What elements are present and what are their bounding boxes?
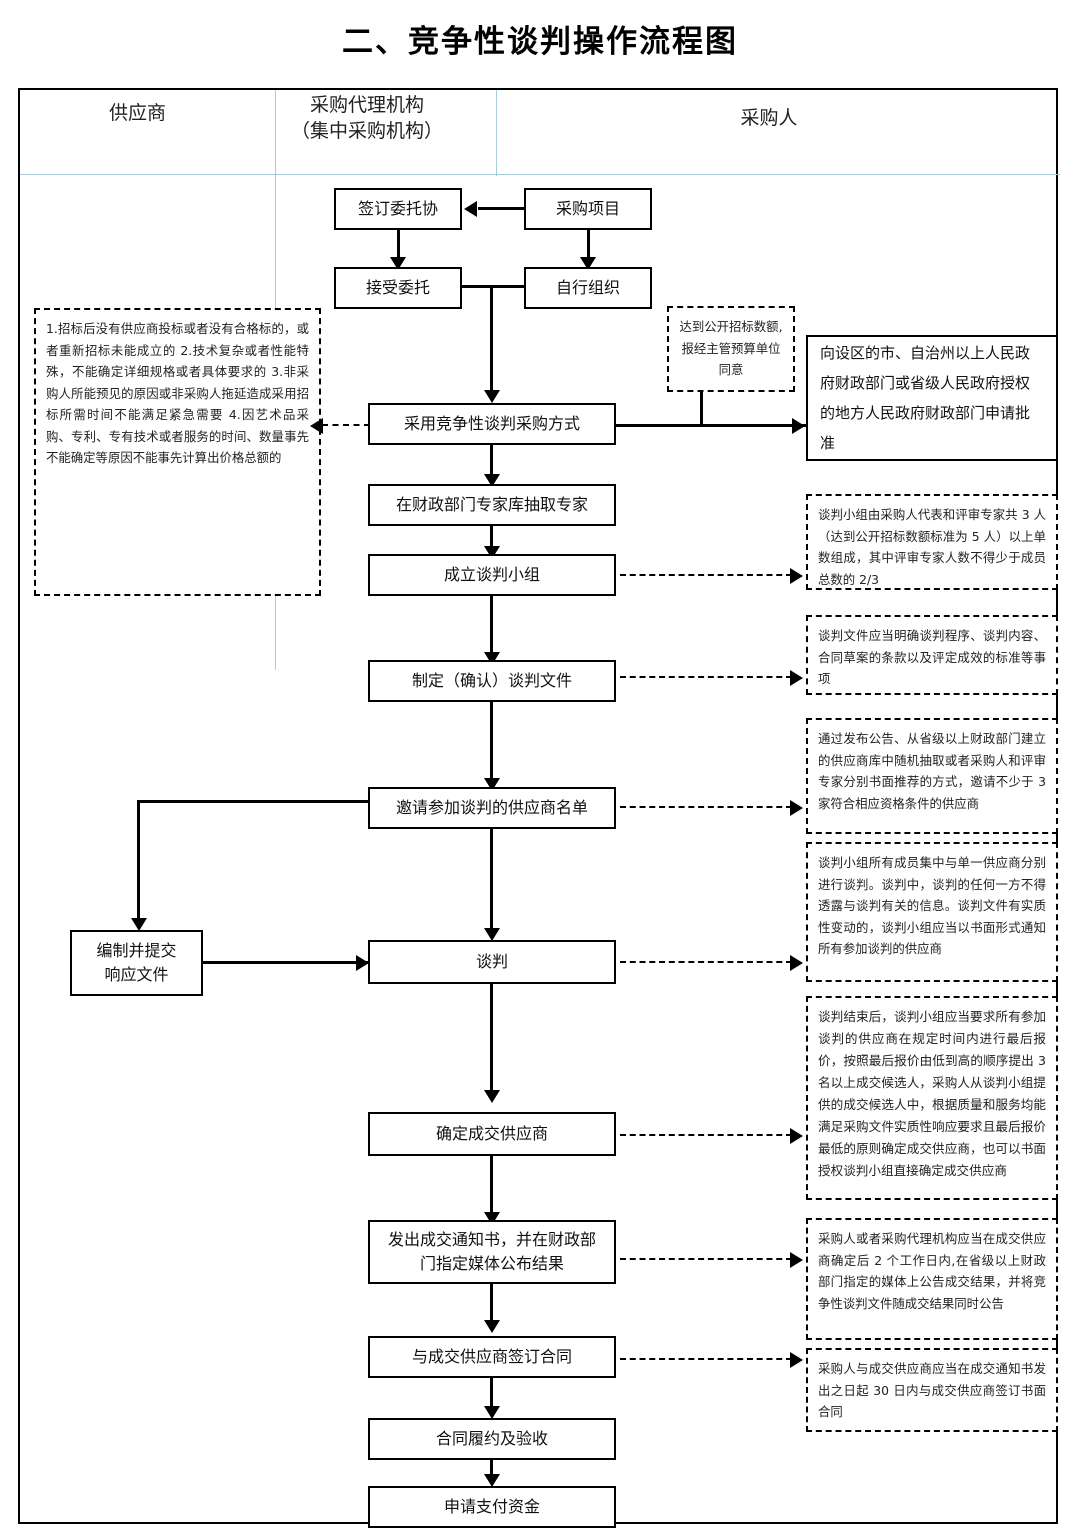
note-announce-rules: 采购人或者采购代理机构应当在成交供应商确定后 2 个工作日内,在省级以上财政部门…	[806, 1218, 1058, 1340]
connector-junction-down	[490, 285, 493, 393]
note-invite-rules: 通过发布公告、从省级以上财政部门建立的供应商库中随机抽取或者采购人和评审专家分别…	[806, 718, 1058, 834]
node-make-docs[interactable]: 制定（确认）谈判文件	[368, 660, 616, 702]
arrowhead-perform-to-payment	[484, 1474, 500, 1487]
column-header-purchaser: 采购人	[740, 107, 798, 129]
connector-method-to-experts	[490, 445, 493, 477]
node-negotiation[interactable]: 谈判	[368, 940, 616, 984]
arrowhead-group-to-note	[790, 568, 803, 584]
arrowhead-method-to-conditions	[310, 418, 323, 434]
connector-project-to-sign	[478, 207, 524, 210]
connector-threshold-down	[700, 392, 703, 426]
column-header-agency: 采购代理机构 （集中采购机构）	[258, 92, 476, 144]
connector-invite-to-note	[620, 806, 792, 808]
note-final-quote-rules: 谈判结束后，谈判小组应当要求所有参加谈判的供应商在规定时间内进行最后报价，按照最…	[806, 996, 1058, 1200]
node-prepare-response[interactable]: 编制并提交 响应文件	[70, 930, 203, 996]
note-contract-rules: 采购人与成交供应商应当在成交通知书发出之日起 30 日内与成交供应商签订书面合同	[806, 1348, 1058, 1432]
connector-group-to-docs	[490, 596, 493, 658]
arrowhead-sign-to-accept	[390, 257, 406, 270]
page-title: 二、竞争性谈判操作流程图	[342, 24, 738, 60]
node-apply-payment[interactable]: 申请支付资金	[368, 1486, 616, 1528]
note-doc-requirements: 谈判文件应当明确谈判程序、谈判内容、合同草案的条款以及评定成效的标准等事项	[806, 615, 1058, 695]
node-apply-approval[interactable]: 向设区的市、自治州以上人民政府财政部门或省级人民政府授权的地方人民政府财政部门申…	[806, 335, 1058, 461]
arrowhead-determine-to-note	[790, 1128, 803, 1144]
connector-invite-to-supplier-v	[137, 800, 140, 922]
connector-invite-to-negotiation	[490, 829, 493, 933]
connector-determine-to-note	[620, 1134, 792, 1136]
connector-notice-to-contract	[490, 1284, 493, 1324]
arrowhead-supplier-to-negotiation	[356, 955, 369, 971]
connector-contract-to-note	[620, 1358, 792, 1360]
node-prepare-response-line2: 响应文件	[104, 965, 169, 984]
note-group-composition: 谈判小组由采购人代表和评审专家共 3 人（达到公开招标数额标准为 5 人）以上单…	[806, 494, 1058, 590]
arrowhead-junction-to-method	[484, 390, 500, 403]
arrowhead-method-to-experts	[484, 474, 500, 487]
node-invite-list[interactable]: 邀请参加谈判的供应商名单	[368, 787, 616, 829]
column-header-agency-line2: （集中采购机构）	[290, 120, 443, 142]
connector-accept-junction	[460, 285, 526, 288]
arrowhead-method-to-approval	[792, 418, 805, 434]
arrowhead-project-to-sign	[464, 201, 477, 217]
arrowhead-invite-to-negotiation	[484, 928, 500, 941]
connector-docs-to-invite	[490, 702, 493, 784]
connector-sign-to-accept	[397, 230, 400, 260]
node-form-group[interactable]: 成立谈判小组	[368, 554, 616, 596]
node-contract-perform[interactable]: 合同履约及验收	[368, 1418, 616, 1460]
arrowhead-project-to-self	[580, 257, 596, 270]
connector-notice-to-note	[620, 1258, 792, 1260]
connector-method-to-conditions	[322, 424, 370, 426]
node-prepare-response-line1: 编制并提交	[96, 941, 177, 960]
note-reach-threshold: 达到公开招标数额,报经主管预算单位同意	[667, 306, 795, 392]
arrowhead-negotiation-to-determine	[484, 1090, 500, 1103]
connector-supplier-to-negotiation	[203, 961, 368, 964]
column-divider-2	[496, 90, 497, 176]
connector-project-to-self	[587, 230, 590, 260]
node-draw-experts[interactable]: 在财政部门专家库抽取专家	[368, 484, 616, 526]
note-negotiation-rules: 谈判小组所有成员集中与单一供应商分别进行谈判。谈判中，谈判的任何一方不得透露与谈…	[806, 842, 1058, 982]
node-determine-supplier[interactable]: 确定成交供应商	[368, 1112, 616, 1156]
node-issue-notice-line2: 门指定媒体公布结果	[419, 1254, 564, 1273]
arrowhead-contract-to-perform	[484, 1406, 500, 1419]
node-procurement-project[interactable]: 采购项目	[524, 188, 652, 230]
connector-negotiation-to-note	[620, 961, 792, 963]
node-sign-contract[interactable]: 与成交供应商签订合同	[368, 1336, 616, 1378]
arrowhead-invite-to-supplier	[131, 918, 147, 931]
connector-docs-to-note	[620, 676, 792, 678]
arrowhead-negotiation-to-note	[790, 955, 803, 971]
node-issue-notice-line1: 发出成交通知书，并在财政部	[387, 1230, 596, 1249]
arrowhead-docs-to-note	[790, 670, 803, 686]
node-adopt-method[interactable]: 采用竞争性谈判采购方式	[368, 403, 616, 445]
connector-experts-to-group	[490, 526, 493, 550]
note-conditions: 1.招标后没有供应商投标或者没有合格标的，或者重新招标未能成立的 2.技术复杂或…	[34, 308, 321, 596]
connector-contract-to-perform	[490, 1378, 493, 1410]
node-self-organize[interactable]: 自行组织	[524, 267, 652, 309]
node-accept-entrust[interactable]: 接受委托	[334, 267, 462, 309]
arrowhead-contract-to-note	[790, 1352, 803, 1368]
connector-group-to-note	[620, 574, 792, 576]
connector-method-to-approval	[616, 424, 806, 427]
node-issue-notice[interactable]: 发出成交通知书，并在财政部 门指定媒体公布结果	[368, 1220, 616, 1284]
node-sign-entrust[interactable]: 签订委托协	[334, 188, 462, 230]
connector-determine-to-notice	[490, 1156, 493, 1218]
arrowhead-invite-to-note	[790, 800, 803, 816]
arrowhead-notice-to-note	[790, 1252, 803, 1268]
connector-invite-to-supplier-h	[137, 800, 370, 803]
header-divider	[20, 174, 1060, 175]
column-header-supplier: 供应商	[108, 102, 166, 124]
connector-negotiation-to-determine	[490, 984, 493, 1096]
column-header-agency-line1: 采购代理机构	[309, 94, 424, 116]
connector-perform-to-payment	[490, 1460, 493, 1478]
arrowhead-notice-to-contract	[484, 1320, 500, 1333]
